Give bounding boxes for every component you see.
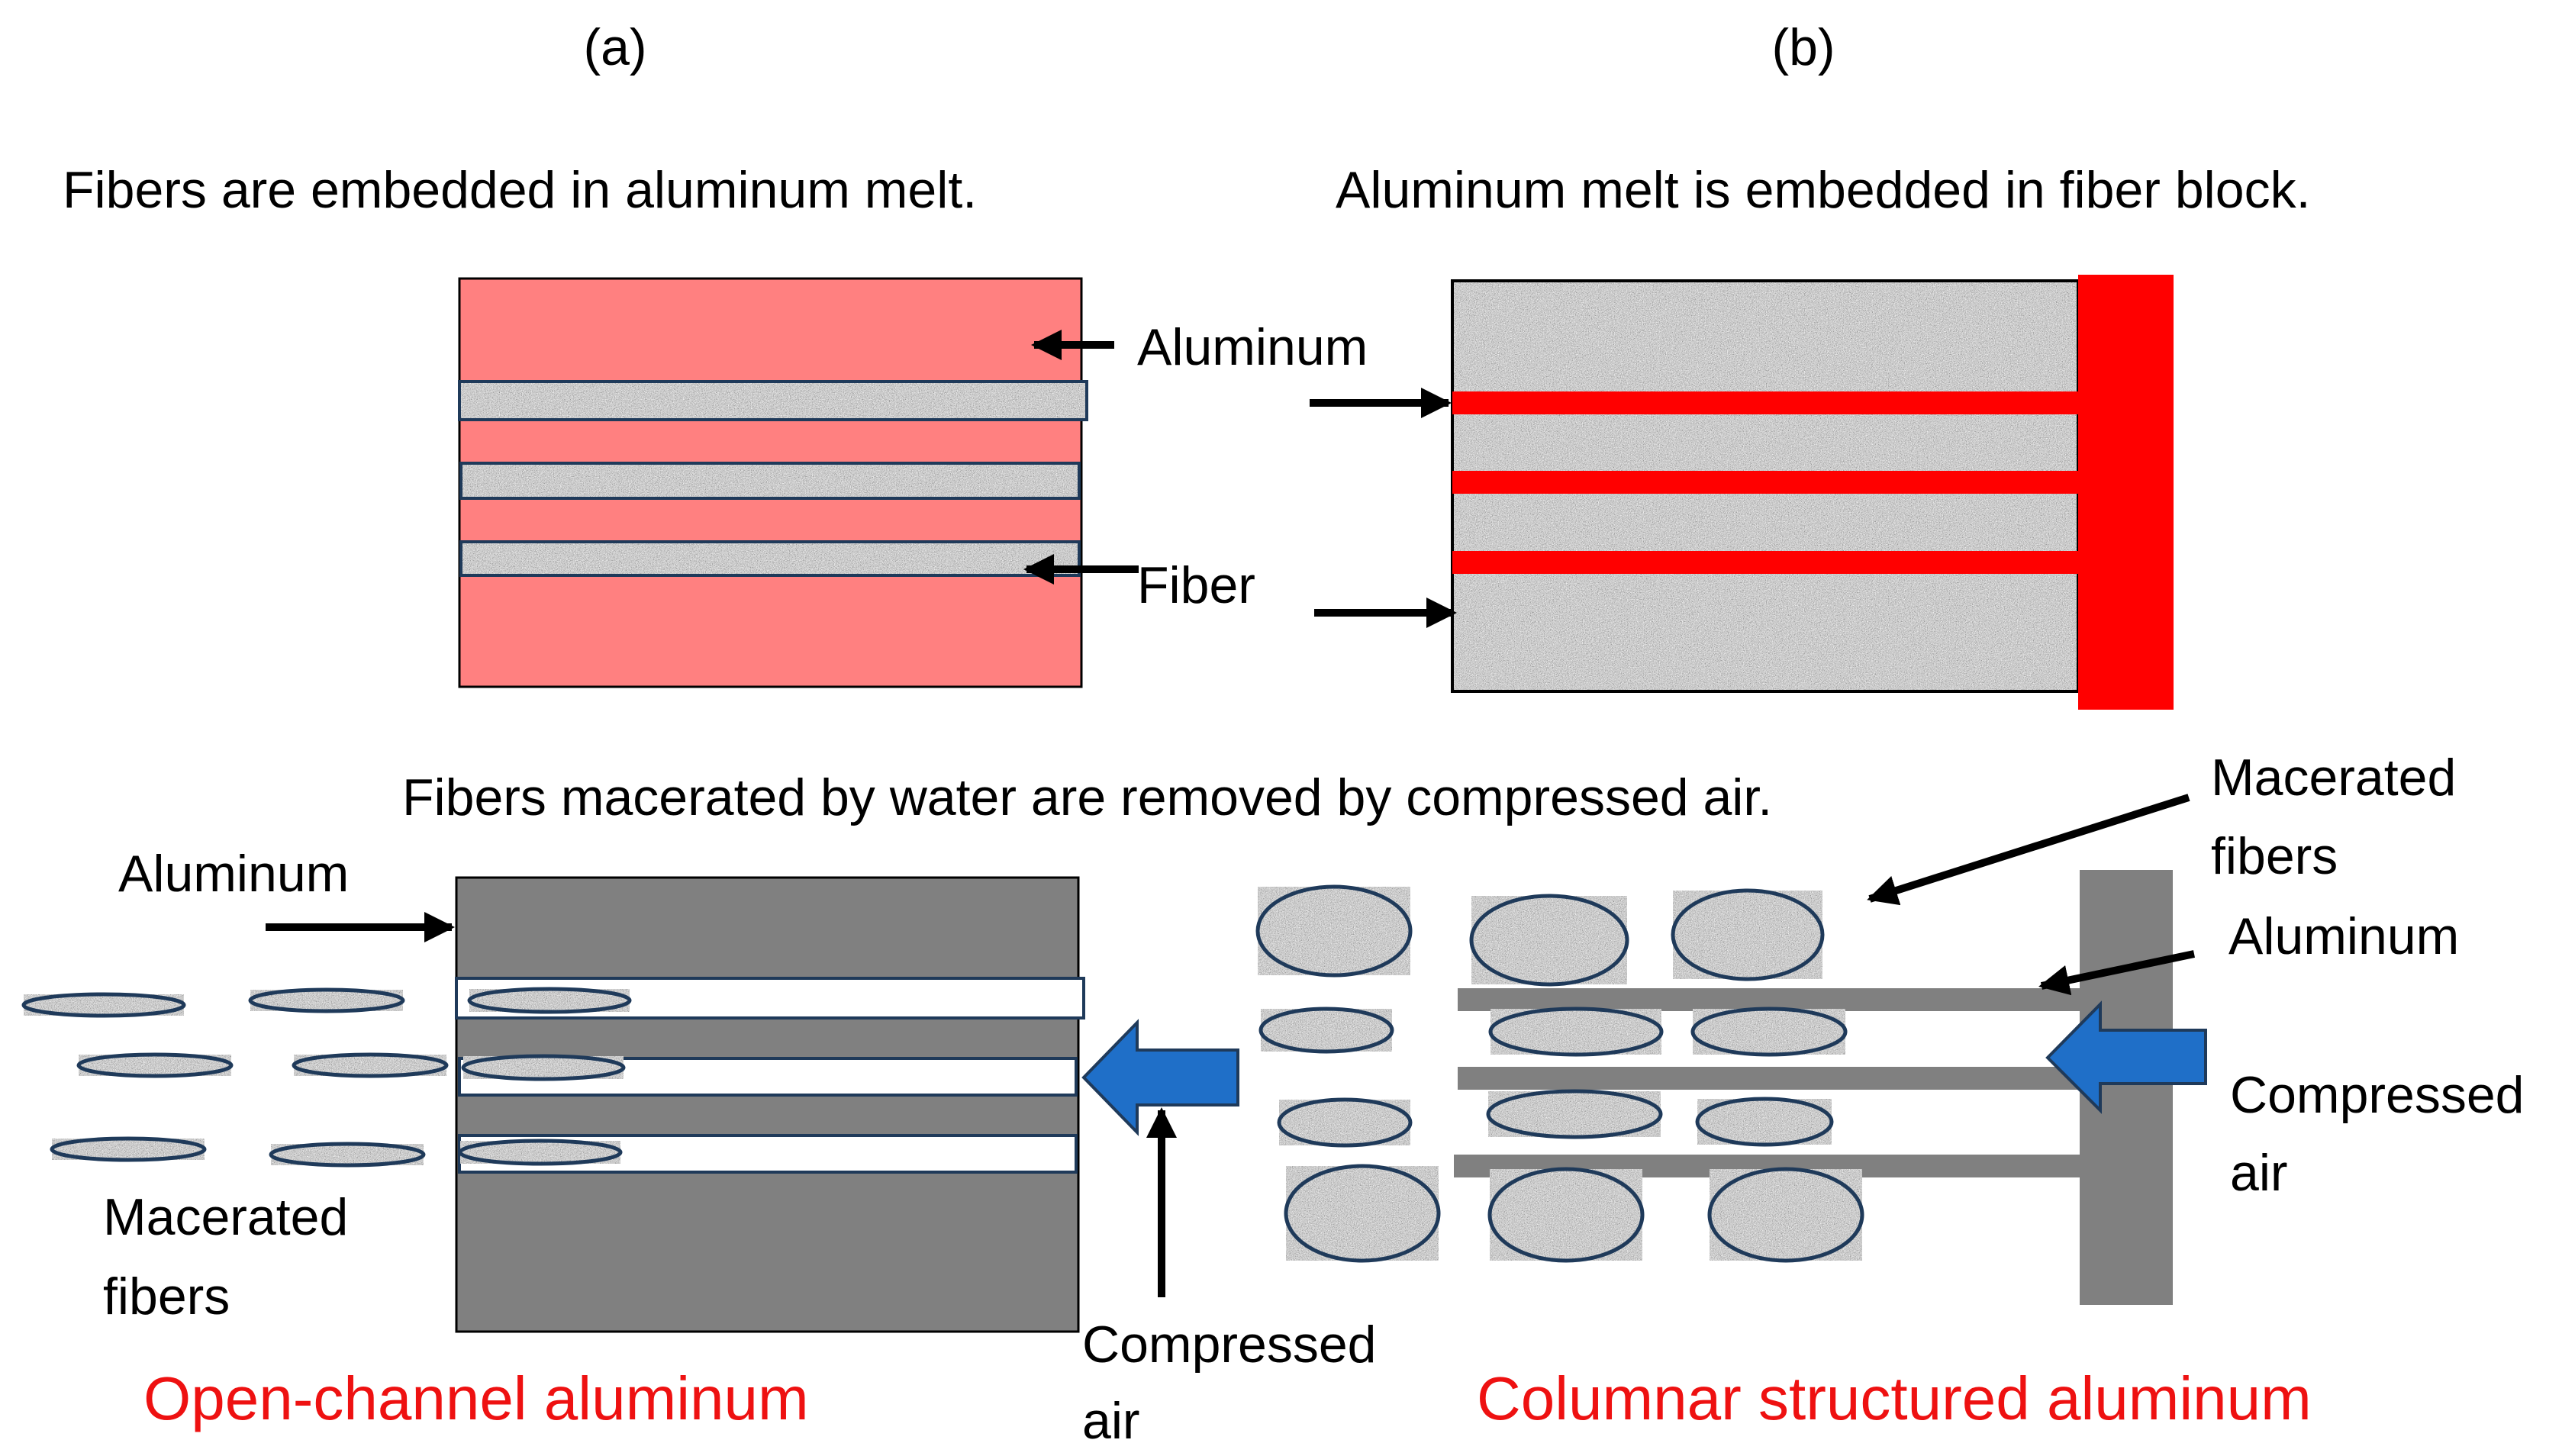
aluminum-reservoir	[2078, 275, 2174, 710]
fiber-clump	[1707, 1167, 1864, 1263]
label-compressed-a-line1: Compressed	[1082, 1316, 1377, 1374]
panel-label-a: (a)	[583, 18, 646, 76]
flat-fiber-clump	[458, 1139, 623, 1166]
aluminum-channel	[1452, 391, 2078, 414]
aluminum-channel	[1452, 471, 2078, 494]
fiber-strip-outline	[459, 540, 1081, 577]
label-macerated-b-line2: fibers	[2211, 827, 2338, 885]
fiber-clump	[1486, 1089, 1663, 1139]
label-fiber-top-a: Fiber	[1137, 556, 1255, 614]
result-caption-a: Open-channel aluminum	[143, 1364, 809, 1432]
flat-fiber-clump	[76, 1052, 234, 1078]
heading-middle: Fibers macerated by water are removed by…	[402, 768, 1772, 826]
bottom-a-block	[455, 876, 1085, 1333]
arrow-to-macerated-b	[1867, 794, 2190, 906]
fiber-strip-outline	[459, 462, 1081, 500]
result-caption-b: Columnar structured aluminum	[1477, 1364, 2312, 1432]
fiber-strip-outline	[458, 380, 1088, 421]
aluminum-channel	[1452, 551, 2078, 574]
flat-fiber-clump	[461, 1054, 626, 1081]
flat-fiber-clump	[248, 987, 405, 1013]
fiber-clump	[1488, 1007, 1664, 1057]
arrow-to-aluminum-bottom-b	[2038, 950, 2196, 996]
macerated-fibers-b	[1255, 884, 1864, 1263]
flat-fiber-clump	[50, 1136, 207, 1162]
top-a-block	[458, 277, 1088, 688]
fiber-clump	[1695, 1097, 1834, 1147]
fiber-clump	[1671, 888, 1825, 981]
top-b-block	[1451, 275, 2174, 710]
fiber-strip	[459, 382, 1087, 420]
fiber-clump	[1487, 1167, 1645, 1263]
heading-a: Fibers are embedded in aluminum melt.	[63, 161, 977, 219]
macerated-fibers-a	[21, 987, 632, 1168]
label-compressed-b-line2: air	[2230, 1144, 2288, 1202]
aluminum-rod	[1458, 1067, 2080, 1090]
label-compressed-a-line2: air	[1082, 1392, 1140, 1450]
label-aluminum-bottom-b: Aluminum	[2228, 907, 2459, 965]
fiber-clump	[1469, 894, 1629, 987]
label-macerated-a-line2: fibers	[103, 1268, 230, 1326]
flat-fiber-clump	[467, 987, 632, 1014]
fiber-clump	[1690, 1007, 1848, 1057]
label-compressed-b-line1: Compressed	[2230, 1066, 2525, 1124]
fiber-strip	[461, 542, 1079, 575]
panel-label-b: (b)	[1771, 18, 1835, 76]
heading-b: Aluminum melt is embedded in fiber block…	[1336, 161, 2310, 219]
label-macerated-b-line1: Macerated	[2211, 749, 2456, 807]
label-aluminum-top-a: Aluminum	[1137, 318, 1368, 376]
flat-fiber-clump	[269, 1142, 426, 1168]
fiber-clump	[1258, 1007, 1394, 1054]
compressed-air-arrow-a	[1081, 1019, 1239, 1136]
label-aluminum-bottom-a: Aluminum	[118, 845, 349, 903]
flat-fiber-clump	[292, 1052, 449, 1078]
fiber-strip	[461, 463, 1079, 498]
compressed-air-arrow-b	[2045, 1000, 2207, 1114]
label-macerated-a-line1: Macerated	[103, 1188, 348, 1246]
fiber-clump	[1284, 1164, 1441, 1263]
flat-fiber-clump	[21, 992, 186, 1018]
solid-aluminum-block	[455, 876, 1080, 1333]
fiber-clump	[1277, 1097, 1413, 1148]
fiber-clump	[1255, 884, 1413, 978]
